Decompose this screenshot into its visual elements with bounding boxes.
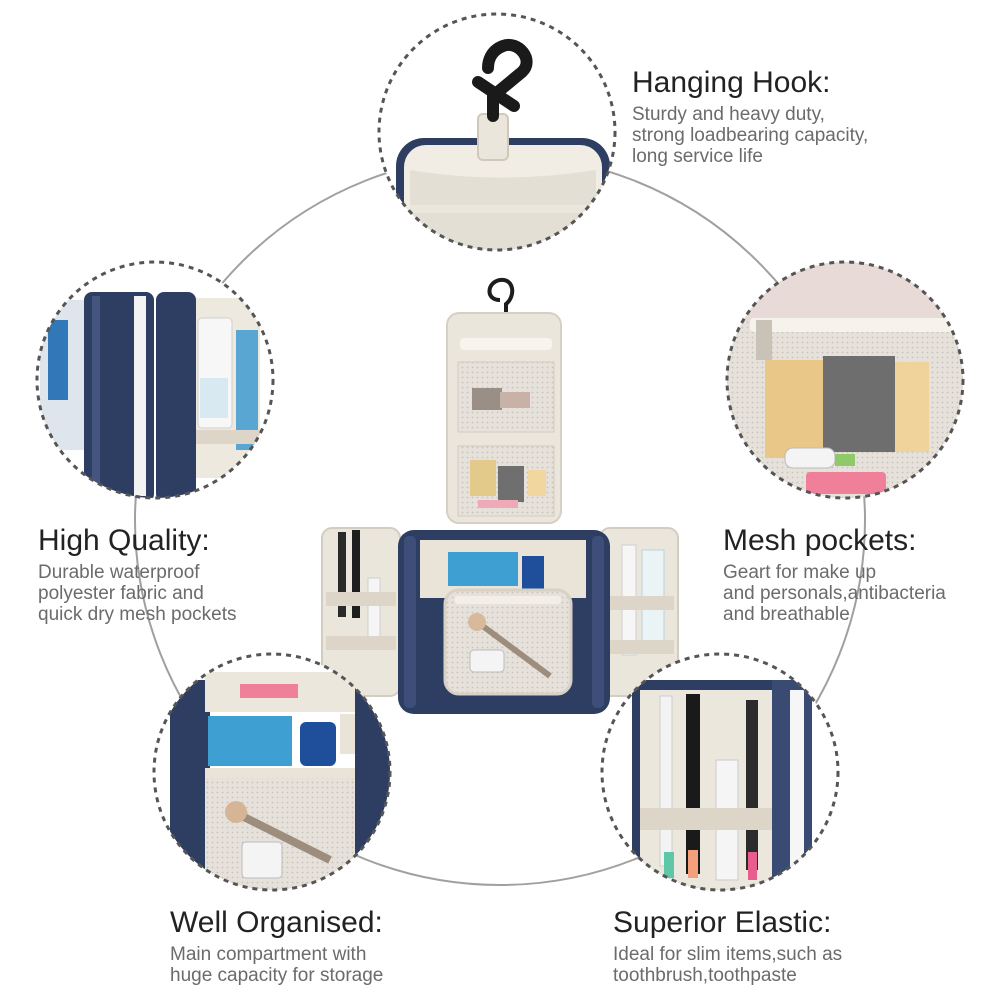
hanging-hook-line-1: Sturdy and heavy duty, bbox=[632, 104, 825, 125]
well-organised-line-1: Main compartment with bbox=[170, 944, 367, 965]
hanging-hook-line-2: strong loadbearing capacity, bbox=[632, 125, 869, 146]
well-organised-description: Main compartment with huge capacity for … bbox=[170, 944, 383, 986]
feature-well-organised: Well Organised: Main compartment with hu… bbox=[170, 906, 383, 986]
mesh-pockets-line-2: and personals,antibacteria bbox=[723, 583, 946, 604]
superior-elastic-photo bbox=[600, 652, 840, 892]
mesh-pockets-title: Mesh pockets: bbox=[723, 524, 917, 557]
high-quality-photo bbox=[35, 260, 275, 500]
well-organised-title: Well Organised: bbox=[170, 906, 383, 939]
center-product-image bbox=[321, 277, 679, 714]
mesh-pockets-line-1: Geart for make up bbox=[723, 562, 877, 583]
high-quality-description: Durable waterproof polyester fabric and … bbox=[38, 562, 237, 625]
high-quality-title: High Quality: bbox=[38, 524, 210, 557]
hanging-hook-description: Sturdy and heavy duty, strong loadbearin… bbox=[632, 104, 868, 167]
high-quality-line-2: polyester fabric and bbox=[38, 583, 204, 604]
well-organised-line-2: huge capacity for storage bbox=[170, 965, 384, 986]
well-organised-photo bbox=[152, 652, 392, 892]
hanging-hook-ring bbox=[377, 12, 617, 252]
hanging-hook-photo bbox=[377, 12, 617, 252]
mesh-pockets-ring bbox=[725, 260, 965, 500]
high-quality-line-3: quick dry mesh pockets bbox=[38, 604, 237, 625]
superior-elastic-line-1: Ideal for slim items,such as bbox=[613, 944, 843, 965]
feature-superior-elastic: Superior Elastic: Ideal for slim items,s… bbox=[613, 906, 842, 986]
high-quality-ring bbox=[35, 260, 275, 500]
superior-elastic-line-2: toothbrush,toothpaste bbox=[613, 965, 797, 986]
superior-elastic-title: Superior Elastic: bbox=[613, 906, 832, 939]
mesh-pockets-description: Geart for make up and personals,antibact… bbox=[723, 562, 946, 625]
hanging-hook-line-3: long service life bbox=[632, 146, 763, 167]
high-quality-line-1: Durable waterproof bbox=[38, 562, 200, 583]
well-organised-ring bbox=[152, 652, 392, 892]
superior-elastic-ring bbox=[600, 652, 840, 892]
superior-elastic-description: Ideal for slim items,such as toothbrush,… bbox=[613, 944, 842, 986]
feature-high-quality: High Quality: Durable waterproof polyest… bbox=[38, 524, 237, 625]
feature-hanging-hook: Hanging Hook: Sturdy and heavy duty, str… bbox=[632, 66, 868, 167]
feature-mesh-pockets: Mesh pockets: Geart for make up and pers… bbox=[723, 524, 946, 625]
hanging-hook-title: Hanging Hook: bbox=[632, 66, 831, 99]
mesh-pockets-line-3: and breathable bbox=[723, 604, 850, 625]
mesh-pockets-photo bbox=[725, 260, 965, 500]
